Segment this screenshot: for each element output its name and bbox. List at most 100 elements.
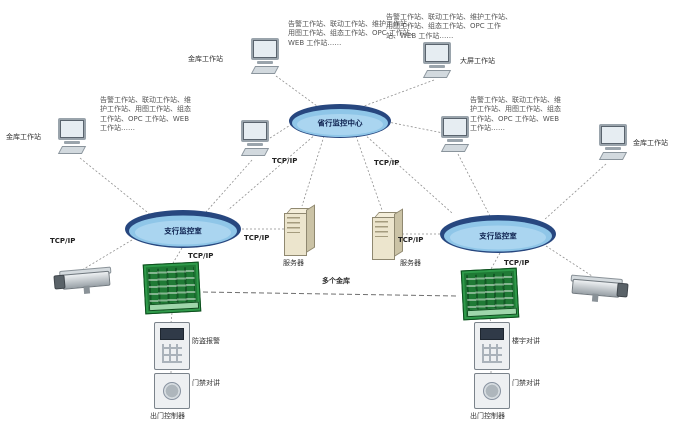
monitor-screen xyxy=(58,118,86,140)
connection-line xyxy=(457,153,491,217)
workstation-mid-right-outer-icon xyxy=(596,124,630,168)
camera-mount xyxy=(83,285,91,294)
label-door-intercom-left: 门禁对讲 xyxy=(192,379,220,387)
ring-graphic xyxy=(440,215,556,253)
workstation-mid-right-inner-icon xyxy=(438,116,472,160)
connection-line xyxy=(205,159,253,213)
label-vault-workstation-mid-right: 金库工作站 xyxy=(633,139,668,147)
monitor-stand xyxy=(257,61,273,64)
camera-lens xyxy=(53,274,66,290)
label-vault-workstation-mid-left: 金库工作站 xyxy=(6,133,41,141)
cctv-camera-left-icon xyxy=(51,261,116,300)
server-drive-slots xyxy=(375,221,388,237)
connection-line xyxy=(490,252,501,270)
label-exit-controller-right: 出门控制器 xyxy=(470,412,505,420)
alarm-controller-board-left-icon xyxy=(142,261,202,315)
multi-vault-label: 多个金库 xyxy=(322,277,350,285)
ring-graphic xyxy=(289,104,391,138)
left-ring-label: 支行监控室 xyxy=(164,226,202,236)
pcb-terminal-strip xyxy=(466,307,518,318)
server-side-face xyxy=(306,204,315,253)
connection-line xyxy=(355,135,383,211)
server-drive-slots xyxy=(287,217,300,233)
monitor-screen xyxy=(599,124,627,146)
label-alarm-left: 防盗报警 xyxy=(192,337,220,345)
monitor-stand xyxy=(447,139,463,142)
panel-display xyxy=(480,328,504,340)
connection-line xyxy=(79,157,153,217)
panel-keypad xyxy=(162,344,182,363)
label-server-left: 服务器 xyxy=(283,259,304,267)
pcb-terminal-strip xyxy=(148,301,200,312)
connection-line xyxy=(81,239,133,271)
right-network-ring: 支行监控室 xyxy=(439,214,557,254)
connection-line xyxy=(170,312,173,324)
monitor-stand xyxy=(247,143,263,146)
keyboard-icon xyxy=(57,146,87,154)
tcpip-label: TCP/IP xyxy=(504,259,530,267)
connection-line xyxy=(301,135,325,207)
connection-line xyxy=(489,318,492,324)
center-network-ring: 省行监控中心 xyxy=(288,103,392,139)
speaker-grille xyxy=(163,382,181,400)
speaker-grille xyxy=(483,382,501,400)
monitor-screen xyxy=(423,42,451,64)
workstation-top-left-icon xyxy=(248,38,282,82)
server-left-icon xyxy=(284,204,316,258)
alarm-controller-board-right-icon xyxy=(460,267,520,321)
keyboard-icon xyxy=(598,152,628,160)
monitor-stand xyxy=(64,141,80,144)
ring-graphic xyxy=(125,210,241,248)
monitor-screen xyxy=(441,116,469,138)
label-vault-workstation-top-left: 金库工作站 xyxy=(188,55,223,63)
connection-line xyxy=(172,247,183,264)
keyboard-icon xyxy=(440,144,470,152)
connection-line xyxy=(227,133,317,211)
intercom-unit-right-icon xyxy=(474,373,510,409)
tcpip-label: TCP/IP xyxy=(374,159,400,167)
server-side-face xyxy=(394,208,403,257)
workstation-mid-left-inner-icon xyxy=(238,120,272,164)
server-right-icon xyxy=(372,208,404,262)
workstation-list-note-mid-right: 告警工作站、联动工作站、维护工作站、用图工作站、组态工作站、OPC 工作站、WE… xyxy=(470,96,561,133)
keyboard-icon xyxy=(250,66,280,74)
keyboard-icon xyxy=(422,70,452,78)
connection-line xyxy=(363,79,435,107)
multi-vault-line xyxy=(202,291,460,297)
left-network-ring: 支行监控室 xyxy=(124,209,242,249)
label-building-intercom-right: 楼宇对讲 xyxy=(512,337,540,345)
workstation-list-note-top-left: 告警工作站、联动工作站、维护工作站、用图工作站、组态工作站、OPC 工作站、WE… xyxy=(288,20,417,47)
label-door-intercom-right: 门禁对讲 xyxy=(512,379,540,387)
keyboard-icon xyxy=(240,148,270,156)
intercom-unit-left-icon xyxy=(154,373,190,409)
workstation-list-note-mid-left: 告警工作站、联动工作站、维护工作站、用图工作站、组态工作站、OPC 工作站、WE… xyxy=(100,96,191,133)
workstation-top-right-icon xyxy=(420,42,454,86)
panel-keypad xyxy=(482,344,502,363)
access-panel-left-icon xyxy=(154,322,190,370)
camera-mount xyxy=(591,293,599,302)
connection-line xyxy=(545,245,593,277)
monitor-stand xyxy=(605,147,621,150)
monitor-stand xyxy=(429,65,445,68)
workstation-mid-left-outer-icon xyxy=(55,118,89,162)
camera-lens xyxy=(616,282,629,298)
monitor-screen xyxy=(241,120,269,142)
label-exit-controller-left: 出门控制器 xyxy=(150,412,185,420)
workstation-list-note-top-right: 告警工作站、联动工作站、维护工作站、用图工作站、组态工作站、OPC 工作站、WE… xyxy=(386,13,512,40)
panel-display xyxy=(160,328,184,340)
tcpip-label: TCP/IP xyxy=(188,252,214,260)
connection-line xyxy=(543,163,607,221)
tcpip-label: TCP/IP xyxy=(272,157,298,165)
access-panel-right-icon xyxy=(474,322,510,370)
center-ring-label: 省行监控中心 xyxy=(317,118,363,128)
tcpip-label: TCP/IP xyxy=(398,236,424,244)
monitor-screen xyxy=(251,38,279,60)
tcpip-label: TCP/IP xyxy=(244,234,270,242)
connection-line xyxy=(269,123,293,139)
right-ring-label: 支行监控室 xyxy=(479,231,517,241)
tcpip-label: TCP/IP xyxy=(50,237,76,245)
connection-line xyxy=(275,75,318,107)
label-server-right: 服务器 xyxy=(400,259,421,267)
